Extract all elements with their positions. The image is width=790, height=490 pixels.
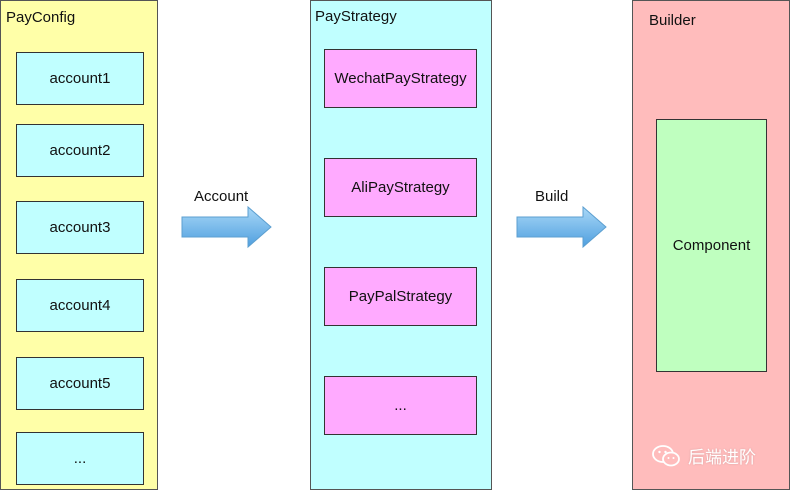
account-box-1: account1 <box>16 52 144 105</box>
account-box-5: account5 <box>16 357 144 410</box>
strategy-box-wechat: WechatPayStrategy <box>324 49 477 108</box>
account-box-2: account2 <box>16 124 144 177</box>
component-box: Component <box>656 119 767 372</box>
account-arrow <box>181 205 272 249</box>
strategy-box-more: ... <box>324 376 477 435</box>
strategy-box-alipay: AliPayStrategy <box>324 158 477 217</box>
payconfig-title: PayConfig <box>6 9 76 26</box>
builder-title: Builder <box>649 12 696 29</box>
build-arrow <box>516 205 607 249</box>
paystrategy-title: PayStrategy <box>315 8 397 25</box>
watermark: 后端进阶 <box>652 443 756 468</box>
strategy-box-paypal: PayPalStrategy <box>324 267 477 326</box>
account-arrow-label: Account <box>194 188 249 205</box>
builder-column: Builder Component <box>632 0 790 490</box>
account-box-4: account4 <box>16 279 144 332</box>
watermark-text: 后端进阶 <box>688 448 756 467</box>
account-box-more: ... <box>16 432 144 485</box>
account-box-3: account3 <box>16 201 144 254</box>
wechat-icon <box>652 444 680 466</box>
payconfig-column: PayConfig account1 account2 account3 acc… <box>0 0 158 490</box>
paystrategy-column: PayStrategy WechatPayStrategy AliPayStra… <box>310 0 492 490</box>
build-arrow-label: Build <box>535 188 569 205</box>
